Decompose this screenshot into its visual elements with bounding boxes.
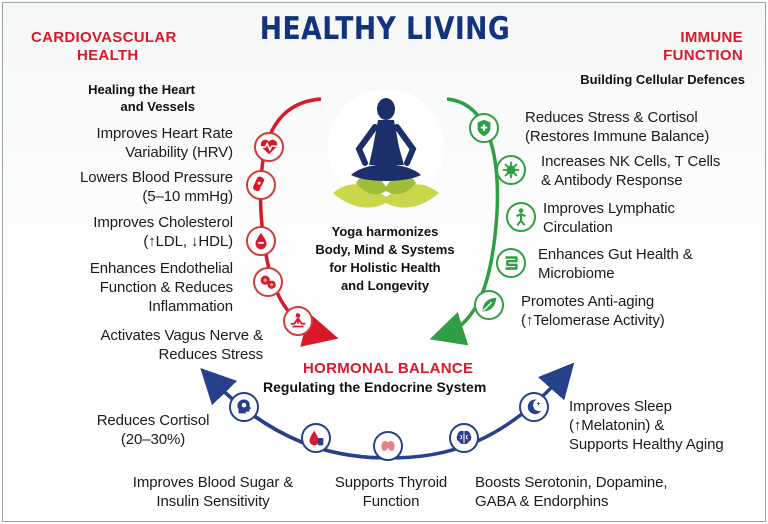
cardio-heading-line2: HEALTH: [77, 47, 139, 64]
hormonal-item-blood-sugar: Improves Blood Sugar & Insulin Sensitivi…: [113, 473, 313, 511]
cardio-item-vagus: Activates Vagus Nerve & Reduces Stress: [23, 326, 264, 364]
cardio-item-line: Lowers Blood Pressure: [80, 169, 233, 186]
cardio-sub-line1: Healing the Heart: [88, 82, 195, 97]
cardio-item-line: Variability (HRV): [125, 144, 233, 161]
hormonal-item-line: Function: [362, 493, 420, 510]
hormonal-item-cortisol: Reduces Cortisol (20–30%): [63, 411, 243, 449]
cardio-item-line: Inflammation: [148, 298, 233, 315]
leaf-icon: [474, 290, 504, 320]
cardio-item-line: (↑LDL, ↓HDL): [143, 233, 233, 250]
immune-item-anti-aging: Promotes Anti-aging (↑Telomerase Activit…: [521, 292, 751, 330]
hormonal-item-line: Improves Sleep: [569, 398, 672, 415]
cardio-item-line: Activates Vagus Nerve &: [100, 327, 264, 344]
hormonal-item-serotonin: Boosts Serotonin, Dopamine, GABA & Endor…: [475, 473, 715, 511]
heart-rate-icon: [254, 132, 284, 162]
immune-item-line: (↑Telomerase Activity): [521, 312, 665, 329]
cardio-item-line: (5–10 mmHg): [142, 188, 233, 205]
blood-drop-icon: [246, 226, 276, 256]
hormonal-item-line: Boosts Serotonin, Dopamine,: [475, 474, 668, 491]
cardio-heading-line1: CARDIOVASCULAR: [31, 29, 177, 46]
brain-icon: [449, 423, 479, 453]
hormonal-item-line: (20–30%): [120, 431, 186, 448]
cardio-item-line: Improves Cholesterol: [93, 214, 233, 231]
center-message: Yoga harmonizes Body, Mind & Systems for…: [299, 223, 471, 295]
center-line: Yoga harmonizes: [331, 224, 439, 239]
hormonal-item-line: (↑Melatonin) &: [569, 417, 665, 434]
immune-heading: IMMUNE FUNCTION: [643, 29, 743, 65]
meditation-icon: [283, 306, 313, 336]
immune-item-line: Improves Lymphatic: [543, 200, 675, 217]
moon-icon: [519, 392, 549, 422]
immune-item-line: Microbiome: [538, 265, 615, 282]
gut-icon: [496, 248, 526, 278]
body-icon: [506, 202, 536, 232]
hormonal-heading: HORMONAL BALANCE: [303, 360, 474, 377]
hormonal-item-line: GABA & Endorphins: [475, 493, 609, 510]
hormonal-item-thyroid: Supports Thyroid Function: [321, 473, 461, 511]
center-line: for Holistic Health: [329, 260, 441, 275]
cardio-item-line: Reduces Stress: [158, 346, 264, 363]
center-line: and Longevity: [340, 278, 430, 293]
cardio-item-endothelial: Enhances Endothelial Function & Reduces …: [23, 259, 233, 316]
hormonal-item-line: Insulin Sensitivity: [156, 493, 270, 510]
cardio-heading: CARDIOVASCULAR HEALTH: [31, 29, 177, 65]
cardio-sub-line2: and Vessels: [120, 99, 195, 114]
center-line: Body, Mind & Systems: [315, 242, 455, 257]
cardio-subheading: Healing the Heart and Vessels: [55, 81, 195, 115]
hormonal-item-line: Supports Thyroid: [334, 474, 448, 491]
immune-item-line: Enhances Gut Health &: [538, 246, 693, 263]
cardio-item-line: Improves Heart Rate: [96, 125, 234, 142]
yoga-figure: [328, 89, 444, 208]
immune-subheading: Building Cellular Defences: [580, 72, 745, 87]
blood-vessel-icon: [246, 170, 276, 200]
immune-item-nk-cells: Increases NK Cells, T Cells & Antibody R…: [541, 152, 761, 190]
immune-item-line: Circulation: [543, 219, 613, 236]
virus-icon: [496, 155, 526, 185]
immune-item-gut: Enhances Gut Health & Microbiome: [538, 245, 753, 283]
page-title: HEALTHY LIVING: [259, 11, 511, 47]
hormonal-item-line: Improves Blood Sugar &: [132, 474, 294, 491]
cardio-item-hrv: Improves Heart Rate Variability (HRV): [23, 124, 234, 162]
immune-item-line: & Antibody Response: [541, 172, 683, 189]
immune-item-line: Reduces Stress & Cortisol: [525, 109, 698, 126]
cardio-item-cholesterol: Improves Cholesterol (↑LDL, ↓HDL): [23, 213, 233, 251]
immune-heading-line1: IMMUNE: [680, 29, 743, 46]
cardio-item-bp: Lowers Blood Pressure (5–10 mmHg): [23, 168, 233, 206]
immune-item-line: Increases NK Cells, T Cells: [541, 153, 721, 170]
immune-item-stress: Reduces Stress & Cortisol (Restores Immu…: [525, 108, 755, 146]
hormonal-item-line: Supports Healthy Aging: [569, 436, 724, 453]
immune-item-line: (Restores Immune Balance): [525, 128, 710, 145]
immune-item-line: Promotes Anti-aging: [521, 293, 655, 310]
shield-icon: [469, 113, 499, 143]
blood-cells-icon: [253, 267, 283, 297]
immune-item-lymphatic: Improves Lymphatic Circulation: [543, 199, 753, 237]
hormonal-item-sleep: Improves Sleep (↑Melatonin) & Supports H…: [569, 397, 759, 454]
blood-sugar-icon: [301, 423, 331, 453]
thyroid-icon: [373, 431, 403, 461]
hormonal-subheading: Regulating the Endocrine System: [263, 379, 487, 395]
cardio-item-line: Enhances Endothelial: [89, 260, 233, 277]
cardio-item-line: Function & Reduces: [99, 279, 233, 296]
brain-head-icon: [229, 392, 259, 422]
immune-heading-line2: FUNCTION: [663, 47, 743, 64]
hormonal-item-line: Reduces Cortisol: [96, 412, 210, 429]
